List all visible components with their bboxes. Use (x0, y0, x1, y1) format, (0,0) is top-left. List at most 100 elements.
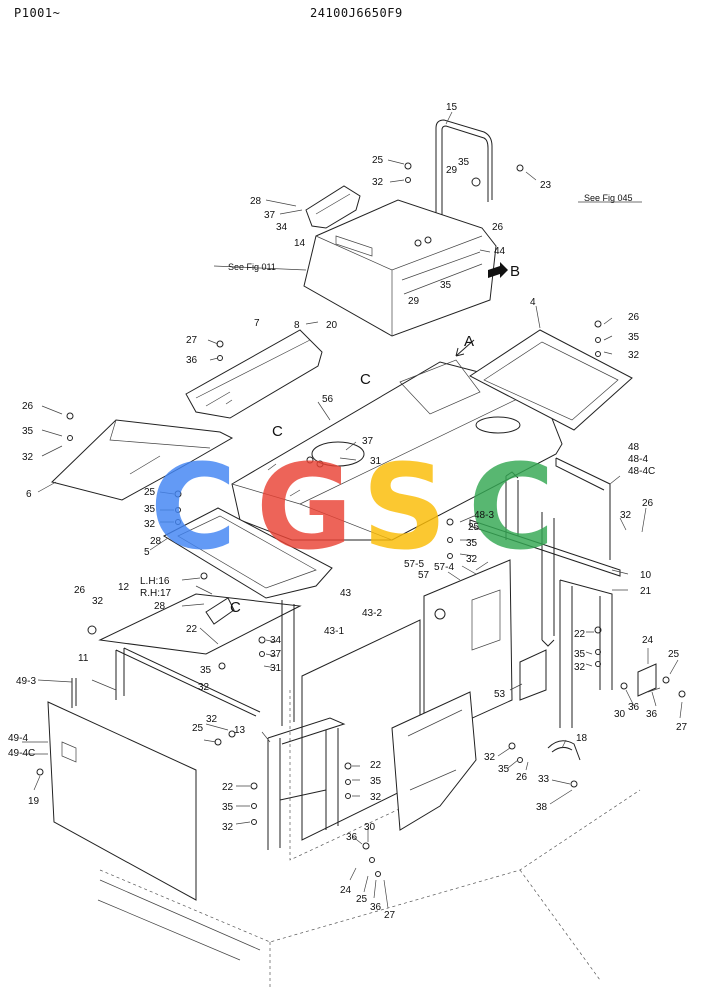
frame-12 (98, 593, 302, 655)
callout: 35 (440, 280, 452, 291)
callout: 26 (22, 401, 34, 412)
callout: 33 (538, 774, 550, 785)
callout: 53 (494, 689, 506, 700)
callout: 14 (294, 238, 306, 249)
callout: 25 (468, 522, 480, 533)
watermark-letter-2: G (256, 438, 353, 576)
callout: 7 (254, 318, 260, 329)
callout: 22 (186, 624, 198, 635)
callout: 10 (640, 570, 652, 581)
callout: 23 (540, 180, 552, 191)
callout: 32 (628, 350, 640, 361)
callout: 32 (370, 792, 382, 803)
callout: 31 (270, 663, 282, 674)
frame-48 (555, 457, 611, 560)
crossbar-10 (469, 519, 621, 577)
door-49 (47, 701, 197, 901)
view-arrow-a (455, 339, 475, 357)
callout: 25 (144, 487, 156, 498)
callout: 35 (222, 802, 234, 813)
callout: 4 (530, 297, 536, 308)
callout: 18 (576, 733, 588, 744)
callout: 6 (26, 489, 32, 500)
roof-panel-56 (231, 361, 563, 541)
page-code: P1001~ (14, 6, 61, 20)
callout: 25 (372, 155, 384, 166)
callout: 35 (458, 157, 470, 168)
callout: 28 (154, 601, 166, 612)
callout: 27 (384, 910, 396, 921)
callout: 35 (200, 665, 212, 676)
callout: 57-4 (434, 562, 454, 573)
callout: 43 (340, 588, 352, 599)
view-marker-b: B (510, 263, 520, 280)
callout: 22 (370, 760, 382, 771)
view-marker-a: A (464, 333, 474, 350)
callout: 48 (628, 442, 640, 453)
callout: 49-4C (8, 748, 35, 759)
callout: 26 (642, 498, 654, 509)
frame-13 (267, 717, 346, 850)
bracket-l-plate (205, 597, 235, 625)
machine-body-outline (99, 789, 641, 990)
callout: 32 (484, 752, 496, 763)
panel-5 (162, 507, 333, 599)
callout: 35 (370, 776, 382, 787)
watermark-letter-4: C (468, 438, 555, 576)
panel-53 (519, 649, 547, 701)
callout: R.H:17 (140, 588, 172, 599)
callout: 44 (494, 246, 506, 257)
watermark-letter-3: S (362, 438, 447, 576)
callout: 26 (74, 585, 86, 596)
callout: 36 (186, 355, 198, 366)
callout: 29 (408, 296, 420, 307)
callout: 35 (574, 649, 586, 660)
view-marker-c-side: C (272, 423, 283, 440)
callout: 32 (144, 519, 156, 530)
see-fig-011: See Fig 011 (228, 262, 276, 272)
callout: 32 (466, 554, 478, 565)
view-marker-c-frame: C (230, 599, 241, 616)
post-left (281, 600, 295, 726)
callout: 21 (640, 586, 652, 597)
callout: 15 (446, 102, 458, 113)
callout: 27 (186, 335, 198, 346)
callout: 32 (222, 822, 234, 833)
post-right (541, 512, 555, 647)
callout: 29 (446, 165, 458, 176)
view-markers: A B C C C (230, 263, 520, 616)
callout: L.H:16 (140, 576, 170, 587)
callout: 26 (628, 312, 640, 323)
see-fig-045: See Fig 045 (584, 193, 633, 203)
callout: 35 (466, 538, 478, 549)
frame-21 (559, 579, 613, 728)
callout: 43-2 (362, 608, 382, 619)
callout: 5 (144, 547, 150, 558)
callout: 22 (222, 782, 234, 793)
leader-lines (22, 111, 683, 909)
bracket-24-right (637, 663, 657, 697)
callout: 37 (264, 210, 276, 221)
watermark: C G S C (150, 438, 555, 576)
parts-drawing (22, 111, 686, 990)
panel-7 (185, 329, 323, 419)
callout: 26 (492, 222, 504, 233)
callout: 48-4 (628, 454, 648, 465)
side-panel-57 (423, 559, 513, 741)
post-48-3 (505, 471, 519, 540)
callout: 25 (192, 723, 204, 734)
callout: 25 (356, 894, 368, 905)
callout: 30 (614, 709, 626, 720)
drawing-number: 24100J6650F9 (310, 6, 403, 20)
callout: 37 (362, 436, 374, 447)
callout: 36 (346, 832, 358, 843)
lower-panel-a (391, 691, 477, 831)
callout: 13 (234, 725, 246, 736)
callout: 32 (620, 510, 632, 521)
callout: 12 (118, 582, 130, 593)
callout: 34 (276, 222, 288, 233)
callout: 8 (294, 320, 300, 331)
part-callouts: 15 25 32 35 23 29 28 37 34 14 26 44 35 2… (8, 102, 688, 921)
callout: 36 (628, 702, 640, 713)
